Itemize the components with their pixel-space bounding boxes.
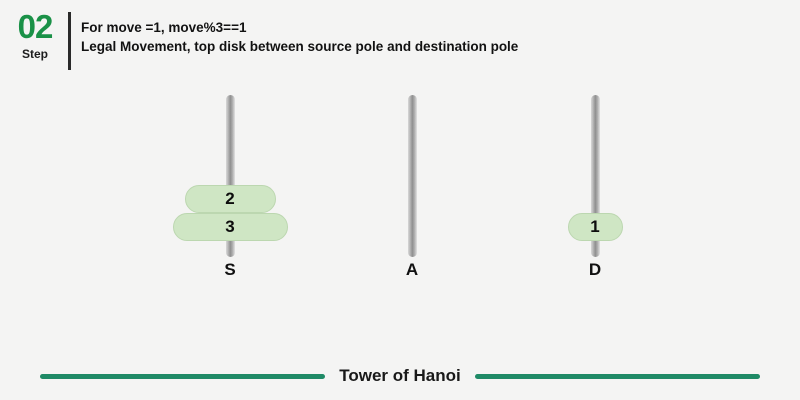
disk-3[interactable]: 3	[172, 213, 288, 241]
step-header: 02 Step For move =1, move%3==1 Legal Mov…	[0, 0, 800, 80]
peg-label-auxiliary: A	[405, 260, 419, 279]
hanoi-board: 2 3 S A 1 D	[0, 80, 800, 310]
header-text-block: For move =1, move%3==1 Legal Movement, t…	[81, 18, 518, 56]
rod-icon	[225, 95, 235, 257]
header-description-line: Legal Movement, top disk between source …	[81, 39, 519, 54]
step-badge: 02 Step	[0, 0, 60, 60]
disk-2[interactable]: 2	[184, 185, 276, 213]
footer-title: Tower of Hanoi	[339, 366, 461, 385]
header-condition-line: For move =1, move%3==1	[81, 20, 247, 35]
footer: Tower of Hanoi	[0, 366, 800, 386]
rod-icon	[590, 95, 600, 257]
header-divider	[68, 12, 71, 70]
peg-label-source: S	[224, 260, 236, 279]
step-word-label: Step	[21, 47, 48, 61]
rod-icon	[407, 95, 417, 257]
disk-1[interactable]: 1	[567, 213, 623, 241]
step-number: 02	[17, 8, 54, 45]
peg-label-destination: D	[588, 260, 602, 279]
footer-rule-right	[474, 373, 760, 379]
footer-rule-left	[40, 373, 326, 379]
